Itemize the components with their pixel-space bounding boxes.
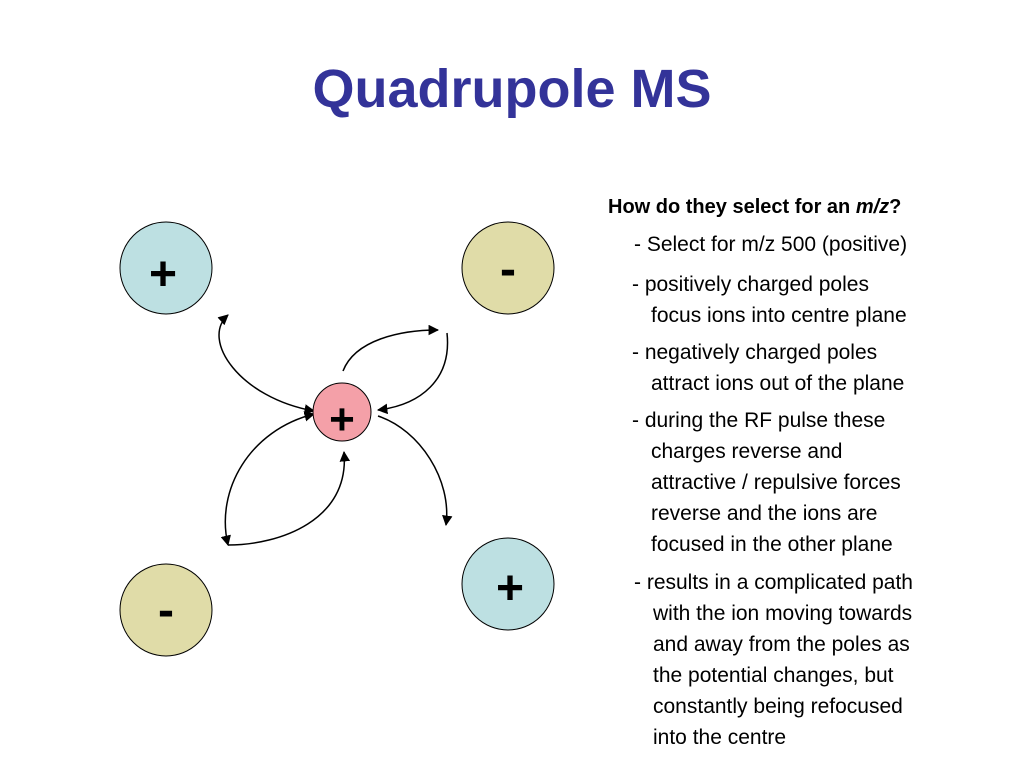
ion-charge: + <box>329 395 355 444</box>
bullet-line: charges reverse and <box>651 440 843 463</box>
bullet-line: into the centre <box>653 726 787 749</box>
bullet-point-1: - Select for m/z 500 (positive) <box>634 229 907 260</box>
ion-path-lower-right <box>227 450 351 546</box>
pole-top-left: + <box>119 221 213 315</box>
bullet-line: - during the RF pulse these <box>632 409 886 432</box>
pole-bottom-left: - <box>119 563 213 657</box>
ion-path-right-top <box>376 332 449 415</box>
bullet-point-4: - during the RF pulse these charges reve… <box>632 405 901 560</box>
heading-mz: m/z <box>855 196 890 218</box>
pole-top-right: - <box>461 221 555 315</box>
ion-path-lower-left <box>220 411 316 547</box>
central-ion: + <box>312 382 372 444</box>
question-heading: How do they select for an m/z? <box>608 196 901 219</box>
ion-path-upper-left <box>217 314 316 415</box>
bullet-line: - positively charged poles <box>632 273 869 296</box>
bullet-line: - Select for m/z 500 (positive) <box>634 233 908 256</box>
bullet-line: focus ions into centre plane <box>651 304 907 327</box>
ion-paths <box>217 314 453 547</box>
slide-title: Quadrupole MS <box>312 59 712 119</box>
ion-path-upper-right <box>342 324 440 372</box>
pole-charge-top-left: + <box>149 248 177 301</box>
bullet-point-2: - positively charged poles focus ions in… <box>632 269 907 331</box>
ion-path-right-bottom <box>377 415 453 527</box>
pole-charge-top-right: - <box>500 243 516 296</box>
bullet-point-5: - results in a complicated path with the… <box>634 567 913 753</box>
bullet-line: - results in a complicated path <box>634 571 913 594</box>
bullet-line: attractive / repulsive forces <box>651 471 901 494</box>
bullet-point-3: - negatively charged poles attract ions … <box>632 337 904 399</box>
bullet-line: attract ions out of the plane <box>651 372 905 395</box>
pole-charge-bottom-right: + <box>496 562 524 615</box>
bullet-line: constantly being refocused <box>653 695 903 718</box>
bullet-line: and away from the poles as <box>653 633 910 656</box>
bullet-line: the potential changes, but <box>653 664 894 687</box>
quadrupole-diagram: + - - + + <box>119 221 555 657</box>
bullet-line: focused in the other plane <box>651 533 893 556</box>
bullet-line: with the ion moving towards <box>653 602 913 625</box>
pole-charge-bottom-left: - <box>158 584 174 637</box>
heading-suffix: ? <box>889 196 902 218</box>
bullet-line: reverse and the ions are <box>651 502 878 525</box>
bullet-line: - negatively charged poles <box>632 341 878 364</box>
pole-bottom-right: + <box>461 537 555 631</box>
heading-prefix: How do they select for an <box>608 196 856 218</box>
